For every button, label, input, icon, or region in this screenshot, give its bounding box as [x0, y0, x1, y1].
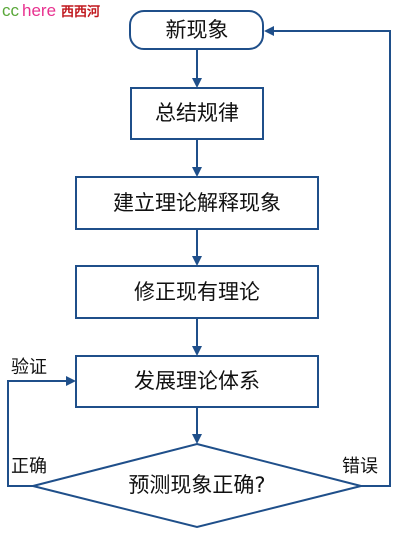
- node-revise-shape: [75, 265, 319, 319]
- node-summarize-label: 总结规律: [155, 101, 239, 125]
- watermark-site-name: 西西河: [61, 5, 101, 20]
- arrowhead-correct-loop: [66, 376, 76, 386]
- node-start-label: 新现象: [166, 18, 229, 42]
- node-summarize: 总结规律: [130, 87, 264, 140]
- edge-label-correct: 正确: [11, 456, 47, 477]
- node-develop-shape: [75, 355, 319, 408]
- watermark-here: here: [22, 1, 57, 20]
- edge-correct-loop: [7, 380, 66, 487]
- arrowhead-summarize: [192, 78, 202, 88]
- node-theory: 建立理论解释现象: [75, 176, 319, 230]
- watermark-logo: cc here 西西河: [2, 1, 100, 21]
- arrowhead-decision: [192, 434, 202, 444]
- node-start-shape: [129, 10, 264, 50]
- watermark-cc: cc: [2, 1, 19, 20]
- edge-label-wrong: 错误: [342, 456, 378, 477]
- arrowhead-revise: [192, 256, 202, 266]
- node-summarize-shape: [130, 87, 264, 140]
- node-decision-shape: [32, 442, 362, 529]
- node-revise: 修正现有理论: [75, 265, 319, 319]
- node-revise-label: 修正现有理论: [134, 280, 260, 304]
- node-develop: 发展理论体系: [75, 355, 319, 408]
- node-theory-shape: [75, 176, 319, 230]
- node-decision: 预测现象正确?: [32, 442, 362, 529]
- arrowhead-develop: [192, 346, 202, 356]
- node-develop-label: 发展理论体系: [134, 369, 260, 393]
- arrowhead-theory: [192, 167, 202, 177]
- connectors: [7, 26, 391, 487]
- edge-label-verify: 验证: [11, 357, 47, 378]
- arrowhead-wrong-loop: [264, 26, 274, 36]
- node-start: 新现象: [129, 10, 264, 50]
- node-theory-label: 建立理论解释现象: [113, 191, 281, 215]
- node-decision-label: 预测现象正确?: [128, 473, 265, 497]
- edge-wrong-loop: [274, 30, 391, 487]
